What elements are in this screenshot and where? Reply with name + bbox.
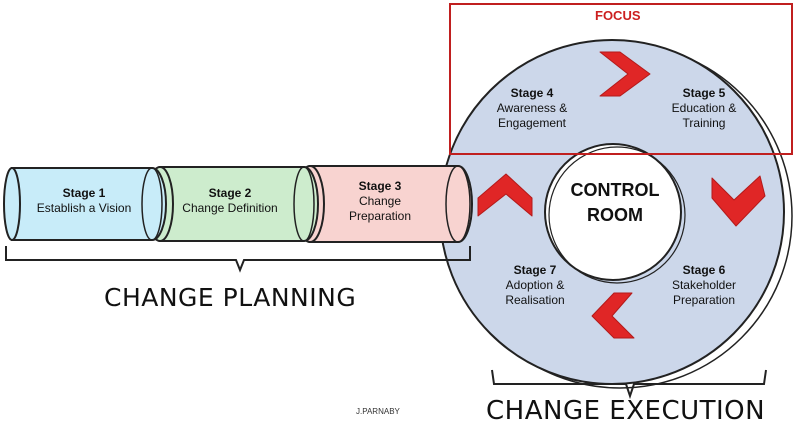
stage5-title: Stage 5 bbox=[682, 86, 726, 100]
stage4-description-line2: Engagement bbox=[497, 116, 567, 130]
arrow-left-icon bbox=[591, 292, 635, 339]
focus-label: FOCUS bbox=[595, 8, 641, 23]
stage5-description-line1: Education & bbox=[671, 101, 737, 115]
stage3-label: Stage 3 Change Preparation bbox=[316, 179, 444, 224]
stage6-title: Stage 6 bbox=[682, 263, 726, 277]
stage1-cylinder-left-cap bbox=[3, 167, 21, 241]
stage1-title: Stage 1 bbox=[62, 186, 106, 200]
stage1-cylinder-right-cap bbox=[141, 167, 163, 241]
stage2-description: Change Definition bbox=[182, 201, 278, 215]
stage7-title: Stage 7 bbox=[513, 263, 557, 277]
execution-brace bbox=[491, 369, 767, 400]
change-planning-label: CHANGE PLANNING bbox=[104, 283, 357, 312]
stage4-title: Stage 4 bbox=[510, 86, 554, 100]
arrow-up-icon bbox=[477, 173, 533, 217]
stage2-cylinder-right-cap bbox=[293, 166, 315, 242]
planning-brace bbox=[5, 246, 471, 273]
stage4-label: Stage 4 Awareness & Engagement bbox=[472, 86, 592, 131]
stage3-description-line2: Preparation bbox=[348, 209, 412, 223]
stage3-description-line1: Change bbox=[358, 194, 402, 208]
stage3-title: Stage 3 bbox=[358, 179, 402, 193]
stage4-description-line1: Awareness & bbox=[496, 101, 568, 115]
author-credit: J.PARNABY bbox=[356, 407, 400, 416]
stage1-description: Establish a Vision bbox=[36, 201, 132, 215]
stage3-cylinder-right-cap bbox=[445, 165, 471, 243]
control-room-circle-sketch bbox=[548, 146, 686, 284]
arrow-down-icon bbox=[711, 175, 766, 227]
focus-box bbox=[449, 3, 793, 155]
stage2-title: Stage 2 bbox=[208, 186, 252, 200]
control-room-line2: ROOM bbox=[587, 205, 643, 225]
control-room-label: CONTROL ROOM bbox=[548, 178, 682, 228]
stage7-description-line2: Realisation bbox=[505, 293, 565, 307]
stage7-description-line1: Adoption & bbox=[505, 278, 565, 292]
arrow-right-icon bbox=[599, 51, 651, 97]
stage6-description-line1: Stakeholder bbox=[671, 278, 737, 292]
stage7-label: Stage 7 Adoption & Realisation bbox=[476, 263, 594, 308]
control-room-line1: CONTROL bbox=[570, 180, 660, 200]
stage2-label: Stage 2 Change Definition bbox=[164, 186, 296, 216]
change-execution-label: CHANGE EXECUTION bbox=[486, 396, 766, 426]
stage5-label: Stage 5 Education & Training bbox=[645, 86, 763, 131]
stage1-label: Stage 1 Establish a Vision bbox=[18, 186, 150, 216]
stage5-description-line2: Training bbox=[682, 116, 726, 130]
stage6-label: Stage 6 Stakeholder Preparation bbox=[640, 263, 768, 308]
control-room-circle bbox=[544, 143, 682, 281]
stage6-description-line2: Preparation bbox=[672, 293, 736, 307]
